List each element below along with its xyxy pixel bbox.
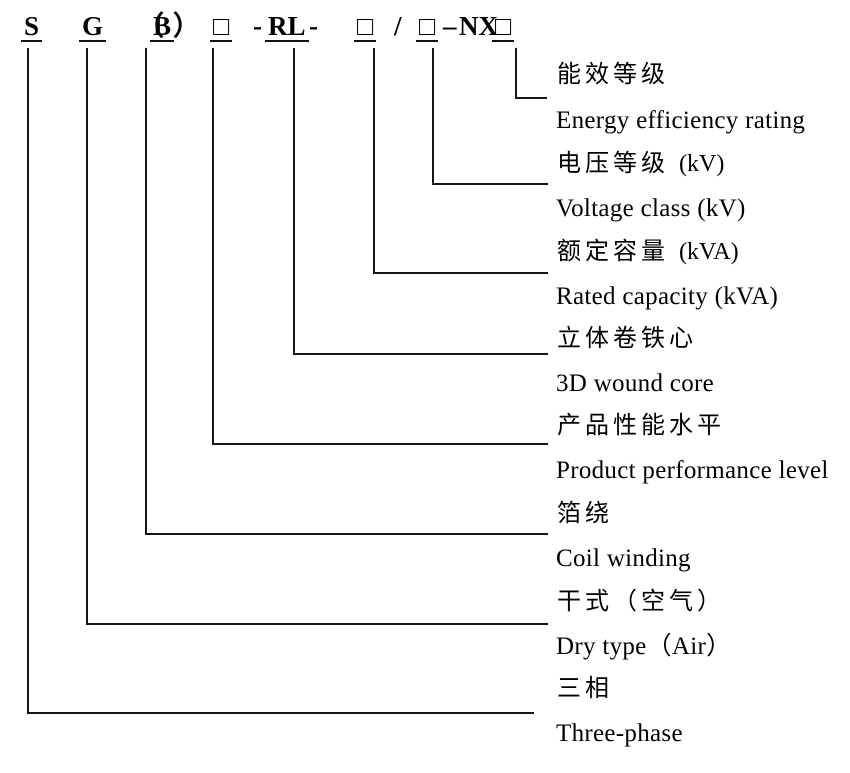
code-token-paren-close: ） <box>173 11 200 41</box>
connector-horizontal-line <box>293 353 548 355</box>
label-en: 3D wound core <box>556 370 715 397</box>
label-unit: (kV) <box>679 151 725 177</box>
label-zh-text: 干式（空气） <box>557 589 725 615</box>
label-zh: 电压等级 (kV) <box>557 151 724 177</box>
label-zh: 箔绕 <box>557 501 623 527</box>
label-unit: (kVA) <box>679 239 739 265</box>
code-token-paren-open: （ <box>137 11 164 41</box>
code-token-slash: / <box>394 11 402 41</box>
label-zh-text: 立体卷铁心 <box>557 326 697 352</box>
connector-vertical-line <box>145 48 147 533</box>
label-en: Voltage class (kV) <box>556 195 746 222</box>
connector-horizontal-line <box>86 623 548 625</box>
label-zh: 三相 <box>557 676 623 702</box>
connector-vertical-line <box>432 48 434 183</box>
connector-horizontal-line <box>373 272 548 274</box>
code-token-nx: NX <box>459 11 498 41</box>
label-zh-text: 能效等级 <box>557 62 669 88</box>
label-zh: 产品性能水平 <box>557 413 735 439</box>
label-zh: 干式（空气） <box>557 589 735 615</box>
code-token-s: S <box>21 13 43 42</box>
connector-vertical-line <box>293 48 295 353</box>
code-token-box-energy: □ <box>492 13 515 42</box>
connector-horizontal-line <box>212 443 548 445</box>
label-en: Coil winding <box>556 545 691 572</box>
connector-horizontal-line <box>432 183 548 185</box>
code-token-hyphen-1: - <box>253 11 262 41</box>
label-zh-text: 额定容量 <box>557 239 669 265</box>
label-zh: 立体卷铁心 <box>557 326 707 352</box>
code-token-g: G <box>79 13 107 42</box>
label-en: Rated capacity (kVA) <box>556 283 779 310</box>
label-en: Product performance level <box>556 457 829 484</box>
label-zh-text: 箔绕 <box>557 501 613 527</box>
connector-vertical-line <box>373 48 375 272</box>
code-token-hyphen-2: - <box>309 11 318 41</box>
code-token-rl: RL <box>265 13 309 42</box>
connector-vertical-line <box>86 48 88 623</box>
label-zh-text: 电压等级 <box>557 151 669 177</box>
label-en: Dry type（Air） <box>556 633 732 660</box>
code-token-b: B <box>150 13 175 42</box>
connector-horizontal-line <box>515 97 547 99</box>
code-token-box-capacity: □ <box>354 13 377 42</box>
connector-vertical-line <box>27 48 29 712</box>
connector-vertical-line <box>212 48 214 443</box>
label-zh: 能效等级 <box>557 62 679 88</box>
label-zh-text: 产品性能水平 <box>557 413 725 439</box>
connector-horizontal-line <box>27 712 534 714</box>
label-zh: 额定容量 (kVA) <box>557 239 739 265</box>
connector-horizontal-line <box>145 533 548 535</box>
connector-vertical-line <box>515 48 517 97</box>
code-token-box-performance: □ <box>210 13 233 42</box>
label-en: Energy efficiency rating <box>556 107 806 134</box>
label-en: Three-phase <box>556 720 683 747</box>
code-token-dash: – <box>443 11 457 41</box>
code-token-box-voltage: □ <box>416 13 439 42</box>
label-zh-text: 三相 <box>557 676 613 702</box>
